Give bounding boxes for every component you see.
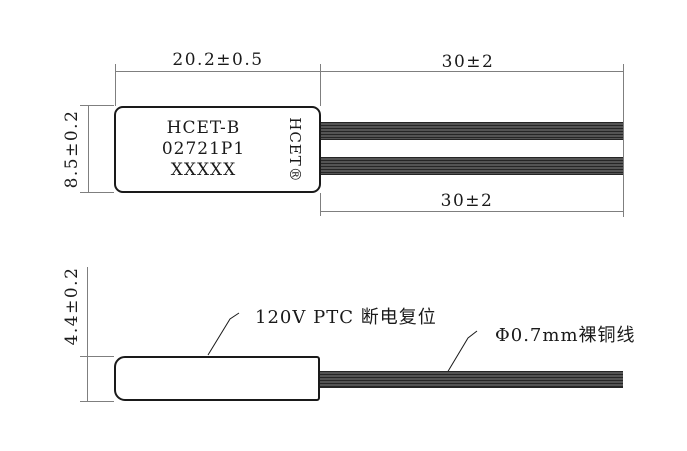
body-marking-line1: HCET-B <box>166 118 241 138</box>
body-marking-line3: XXXXX <box>170 160 237 180</box>
dim-label-side-thickness: 4.4±0.2 <box>62 266 82 346</box>
body-marking-line2: 02721P1 <box>161 139 246 159</box>
top-view-wire-lower <box>321 157 623 175</box>
side-view-wire <box>320 371 623 388</box>
leader-line-body-note <box>207 312 240 356</box>
dim-label-wire-length-bottom: 30±2 <box>440 191 494 211</box>
dim-label-body-height: 8.5±0.2 <box>62 109 82 189</box>
top-view-wire-upper <box>321 122 623 140</box>
leader-lines <box>207 312 478 374</box>
leader-line-wire-note <box>446 330 478 374</box>
callout-body-spec: 120V PTC 断电复位 <box>255 307 437 328</box>
body-marking-text: HCET-B 02721P1 XXXXX <box>162 118 245 181</box>
side-view-body <box>114 356 320 401</box>
dimension-lines <box>80 64 624 402</box>
top-view-body: HCET-B 02721P1 XXXXX <box>114 106 321 193</box>
dim-label-body-width: 20.2±0.5 <box>172 50 264 70</box>
dim-label-wire-length-top: 30±2 <box>441 52 495 72</box>
brand-vertical-text: HCET® <box>286 117 304 183</box>
callout-wire-spec: Φ0.7mm裸铜线 <box>495 325 636 346</box>
